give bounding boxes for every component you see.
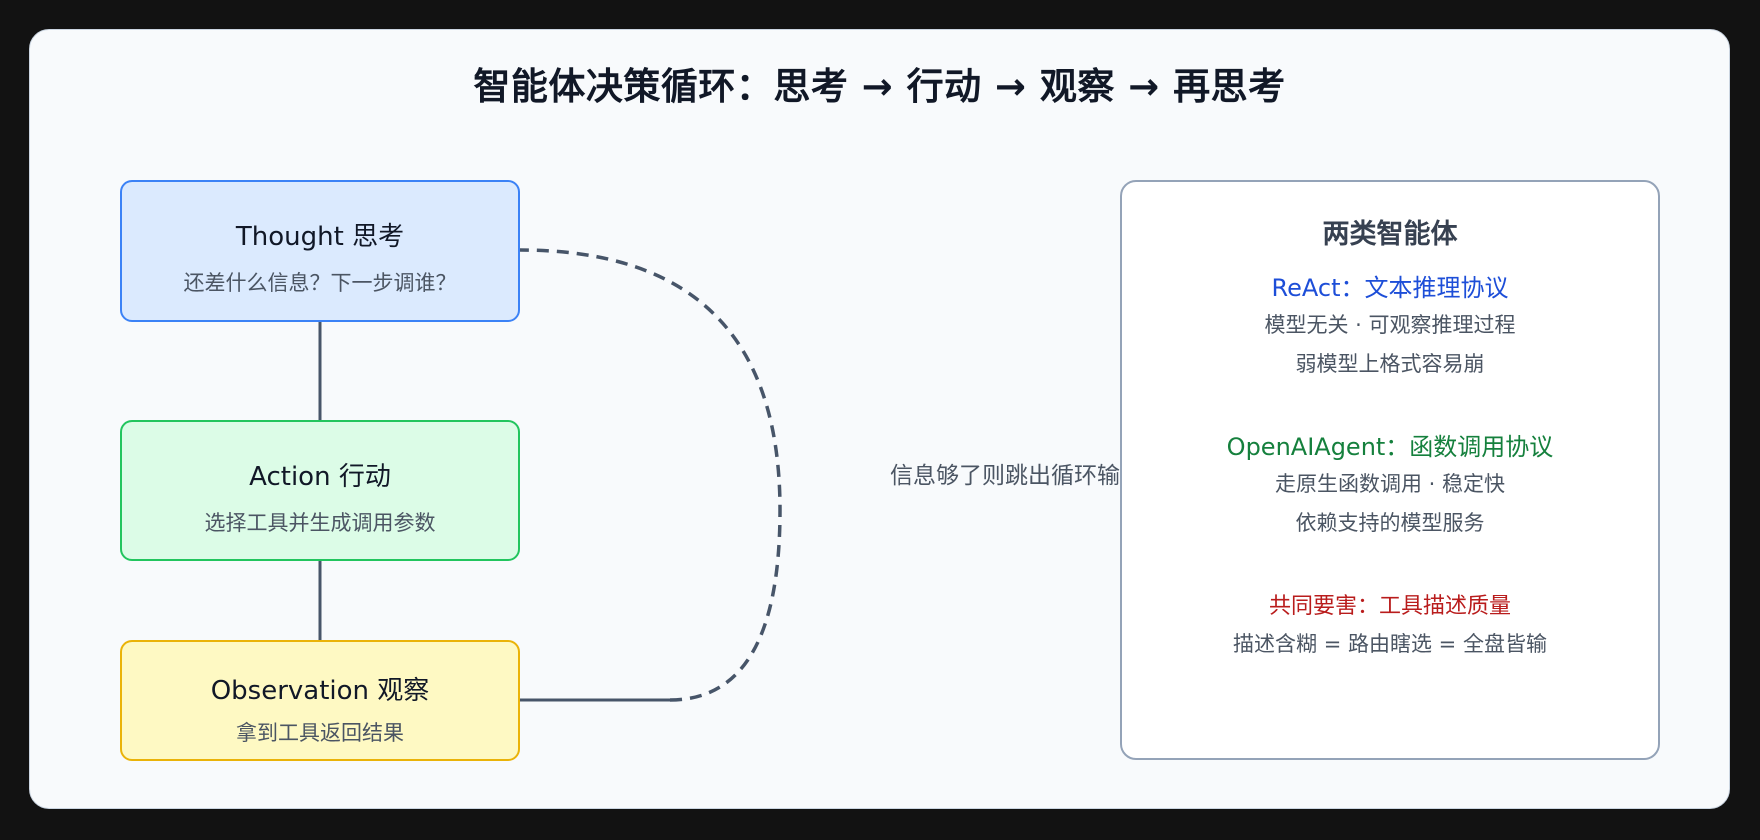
openai-heading: OpenAIAgent：函数调用协议 (1226, 433, 1554, 461)
connector-layer (318, 248, 782, 702)
node-action-desc: 选择工具并生成调用参数 (204, 511, 436, 535)
panel-title: 两类智能体 (1322, 219, 1458, 250)
openai-line-1: 走原生函数调用 · 稳定快 (1274, 472, 1506, 496)
node-action: Action 行动 选择工具并生成调用参数 (120, 420, 520, 561)
openai-line-2: 依赖支持的模型服务 (1295, 511, 1485, 535)
node-observation-desc: 拿到工具返回结果 (236, 721, 404, 745)
common-line-1: 描述含糊 = 路由瞎选 = 全盘皆输 (1233, 632, 1547, 656)
agent-types-panel: 两类智能体 ReAct：文本推理协议 模型无关 · 可观察推理过程 弱模型上格式… (1120, 180, 1660, 760)
react-line-1: 模型无关 · 可观察推理过程 (1264, 313, 1516, 337)
node-observation: Observation 观察 拿到工具返回结果 (120, 640, 520, 761)
loop-back-arc (519, 248, 782, 702)
node-thought: Thought 思考 还差什么信息？下一步调谁？ (120, 180, 520, 322)
diagram-title: 智能体决策循环：思考 → 行动 → 观察 → 再思考 (473, 65, 1286, 108)
react-heading: ReAct：文本推理协议 (1271, 274, 1509, 302)
node-thought-desc: 还差什么信息？下一步调谁？ (183, 271, 457, 295)
node-thought-label: Thought 思考 (235, 222, 405, 252)
common-heading: 共同要害：工具描述质量 (1268, 594, 1511, 619)
node-observation-label: Observation 观察 (210, 676, 430, 706)
react-line-2: 弱模型上格式容易崩 (1295, 352, 1485, 376)
diagram-canvas: 智能体决策循环：思考 → 行动 → 观察 → 再思考 Thought 思考 还差… (29, 29, 1730, 809)
node-action-label: Action 行动 (249, 462, 391, 492)
